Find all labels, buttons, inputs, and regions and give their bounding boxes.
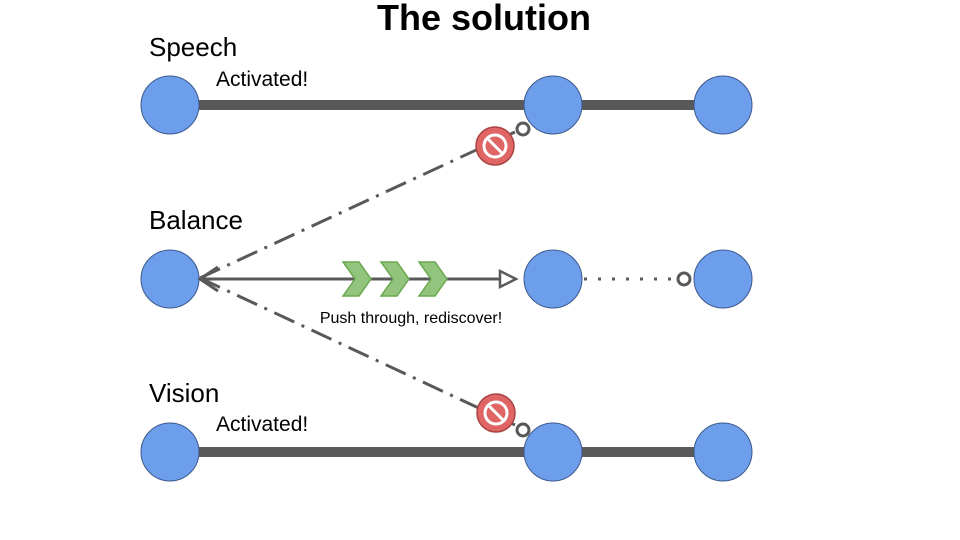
diagram-title: The solution: [377, 0, 591, 38]
chevron-arrow-icon: [341, 261, 448, 297]
row-label-speech: Speech: [149, 32, 237, 62]
balance-node-3: [693, 249, 753, 309]
open-circle-endpoint-icon: [676, 271, 692, 287]
balance-node-1: [140, 249, 200, 309]
vision-node-1: [140, 422, 200, 482]
push-through-caption: Push through, rediscover!: [320, 310, 502, 327]
balance-node-2: [523, 249, 583, 309]
no-entry-icon: [475, 126, 515, 166]
open-arrowhead-icon: [498, 268, 519, 290]
no-entry-icon: [476, 393, 516, 433]
row-label-vision: Vision: [149, 378, 219, 408]
speech-node-1: [140, 75, 200, 135]
vision-activated-label: Activated!: [216, 413, 308, 436]
blocked-pathway-balance-to-speech: [199, 130, 516, 280]
speech-activated-label: Activated!: [216, 68, 308, 91]
row-label-balance: Balance: [149, 205, 243, 235]
open-circle-endpoint-icon: [515, 121, 531, 137]
divergence-arrowhead-icon: [197, 265, 219, 293]
vision-node-3: [693, 422, 753, 482]
blocked-pathway-balance-to-vision: [199, 276, 516, 427]
speech-node-2: [523, 75, 583, 135]
open-circle-endpoint-icon: [515, 422, 531, 438]
vision-node-2: [523, 422, 583, 482]
speech-node-3: [693, 75, 753, 135]
